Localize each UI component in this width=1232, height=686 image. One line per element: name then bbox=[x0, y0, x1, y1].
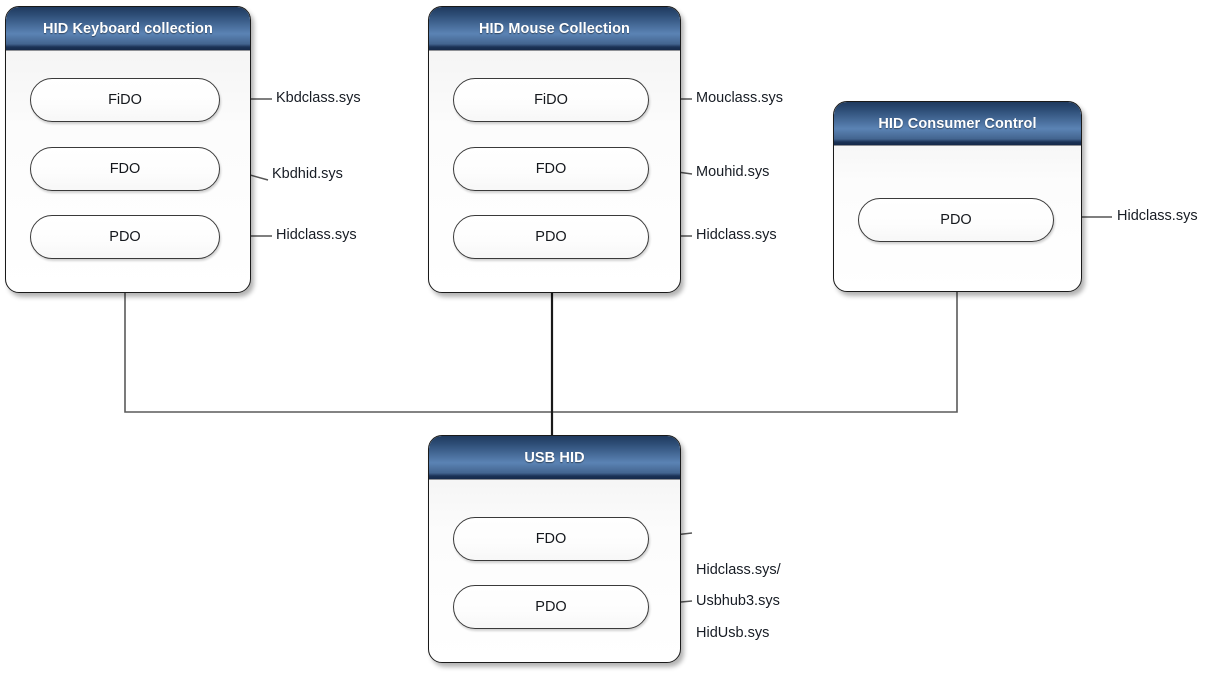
node-body-consumer-control: PDO bbox=[834, 146, 1081, 291]
pill-usb-hid-pdo[interactable]: PDO bbox=[453, 585, 649, 629]
pill-label-usb-hid-pdo: PDO bbox=[535, 599, 567, 615]
node-header-consumer-control: HID Consumer Control bbox=[834, 102, 1081, 146]
callout-mouclass-sys: Mouclass.sys bbox=[696, 90, 784, 106]
node-header-mouse: HID Mouse Collection bbox=[429, 7, 680, 51]
node-body-usb-hid: FDO PDO bbox=[429, 480, 680, 662]
node-body-mouse: FiDO FDO PDO bbox=[429, 51, 680, 292]
pill-label-mouse-pdo: PDO bbox=[535, 229, 567, 245]
callout-kbdclass-sys: Kbdclass.sys bbox=[276, 90, 361, 106]
node-header-keyboard: HID Keyboard collection bbox=[6, 7, 250, 51]
node-hid-keyboard-collection[interactable]: HID Keyboard collection FiDO FDO PDO bbox=[5, 6, 251, 293]
node-title-mouse: HID Mouse Collection bbox=[478, 20, 631, 37]
pill-label-mouse-fido: FiDO bbox=[534, 92, 568, 108]
node-body-keyboard: FiDO FDO PDO bbox=[6, 51, 250, 292]
pill-consumer-control-pdo[interactable]: PDO bbox=[858, 198, 1054, 242]
pill-label-keyboard-pdo: PDO bbox=[109, 229, 141, 245]
pill-label-keyboard-fido: FiDO bbox=[108, 92, 142, 108]
pill-mouse-fido[interactable]: FiDO bbox=[453, 78, 649, 122]
callout-kbdhid-sys: Kbdhid.sys bbox=[272, 166, 343, 182]
callout-mouhid-sys: Mouhid.sys bbox=[696, 164, 770, 180]
connector-consumer-to-usb bbox=[552, 292, 958, 413]
callout-hidclass-hidusb-sys: Hidclass.sys/ HidUsb.sys bbox=[696, 518, 781, 686]
callout-hidclass-sys-consumer-control: Hidclass.sys bbox=[1117, 208, 1198, 224]
node-hid-mouse-collection[interactable]: HID Mouse Collection FiDO FDO PDO bbox=[428, 6, 681, 293]
pill-keyboard-fdo[interactable]: FDO bbox=[30, 147, 220, 191]
node-usb-hid[interactable]: USB HID FDO PDO bbox=[428, 435, 681, 663]
callout-hidclass-hidusb-line1: Hidclass.sys/ bbox=[696, 562, 781, 578]
pill-label-mouse-fdo: FDO bbox=[535, 161, 567, 177]
pill-label-consumer-control-pdo: PDO bbox=[940, 212, 972, 228]
callout-hidclass-sys-mouse: Hidclass.sys bbox=[696, 227, 777, 243]
pill-label-usb-hid-fdo: FDO bbox=[535, 531, 567, 547]
pill-usb-hid-fdo[interactable]: FDO bbox=[453, 517, 649, 561]
callout-hidclass-sys-keyboard: Hidclass.sys bbox=[276, 227, 357, 243]
node-hid-consumer-control[interactable]: HID Consumer Control PDO bbox=[833, 101, 1082, 292]
node-title-consumer-control: HID Consumer Control bbox=[878, 115, 1037, 132]
connector-keyboard-to-usb bbox=[124, 293, 552, 413]
node-title-usb-hid: USB HID bbox=[524, 449, 585, 466]
diagram-canvas: HID Keyboard collection FiDO FDO PDO Kbd… bbox=[5, 6, 1198, 663]
pill-mouse-pdo[interactable]: PDO bbox=[453, 215, 649, 259]
pill-keyboard-pdo[interactable]: PDO bbox=[30, 215, 220, 259]
callout-usbhub3-sys: Usbhub3.sys bbox=[696, 593, 780, 609]
pill-label-keyboard-fdo: FDO bbox=[109, 161, 141, 177]
node-title-keyboard: HID Keyboard collection bbox=[43, 20, 213, 37]
callout-hidclass-hidusb-line2: HidUsb.sys bbox=[696, 625, 770, 641]
node-header-usb-hid: USB HID bbox=[429, 436, 680, 480]
pill-keyboard-fido[interactable]: FiDO bbox=[30, 78, 220, 122]
pill-mouse-fdo[interactable]: FDO bbox=[453, 147, 649, 191]
